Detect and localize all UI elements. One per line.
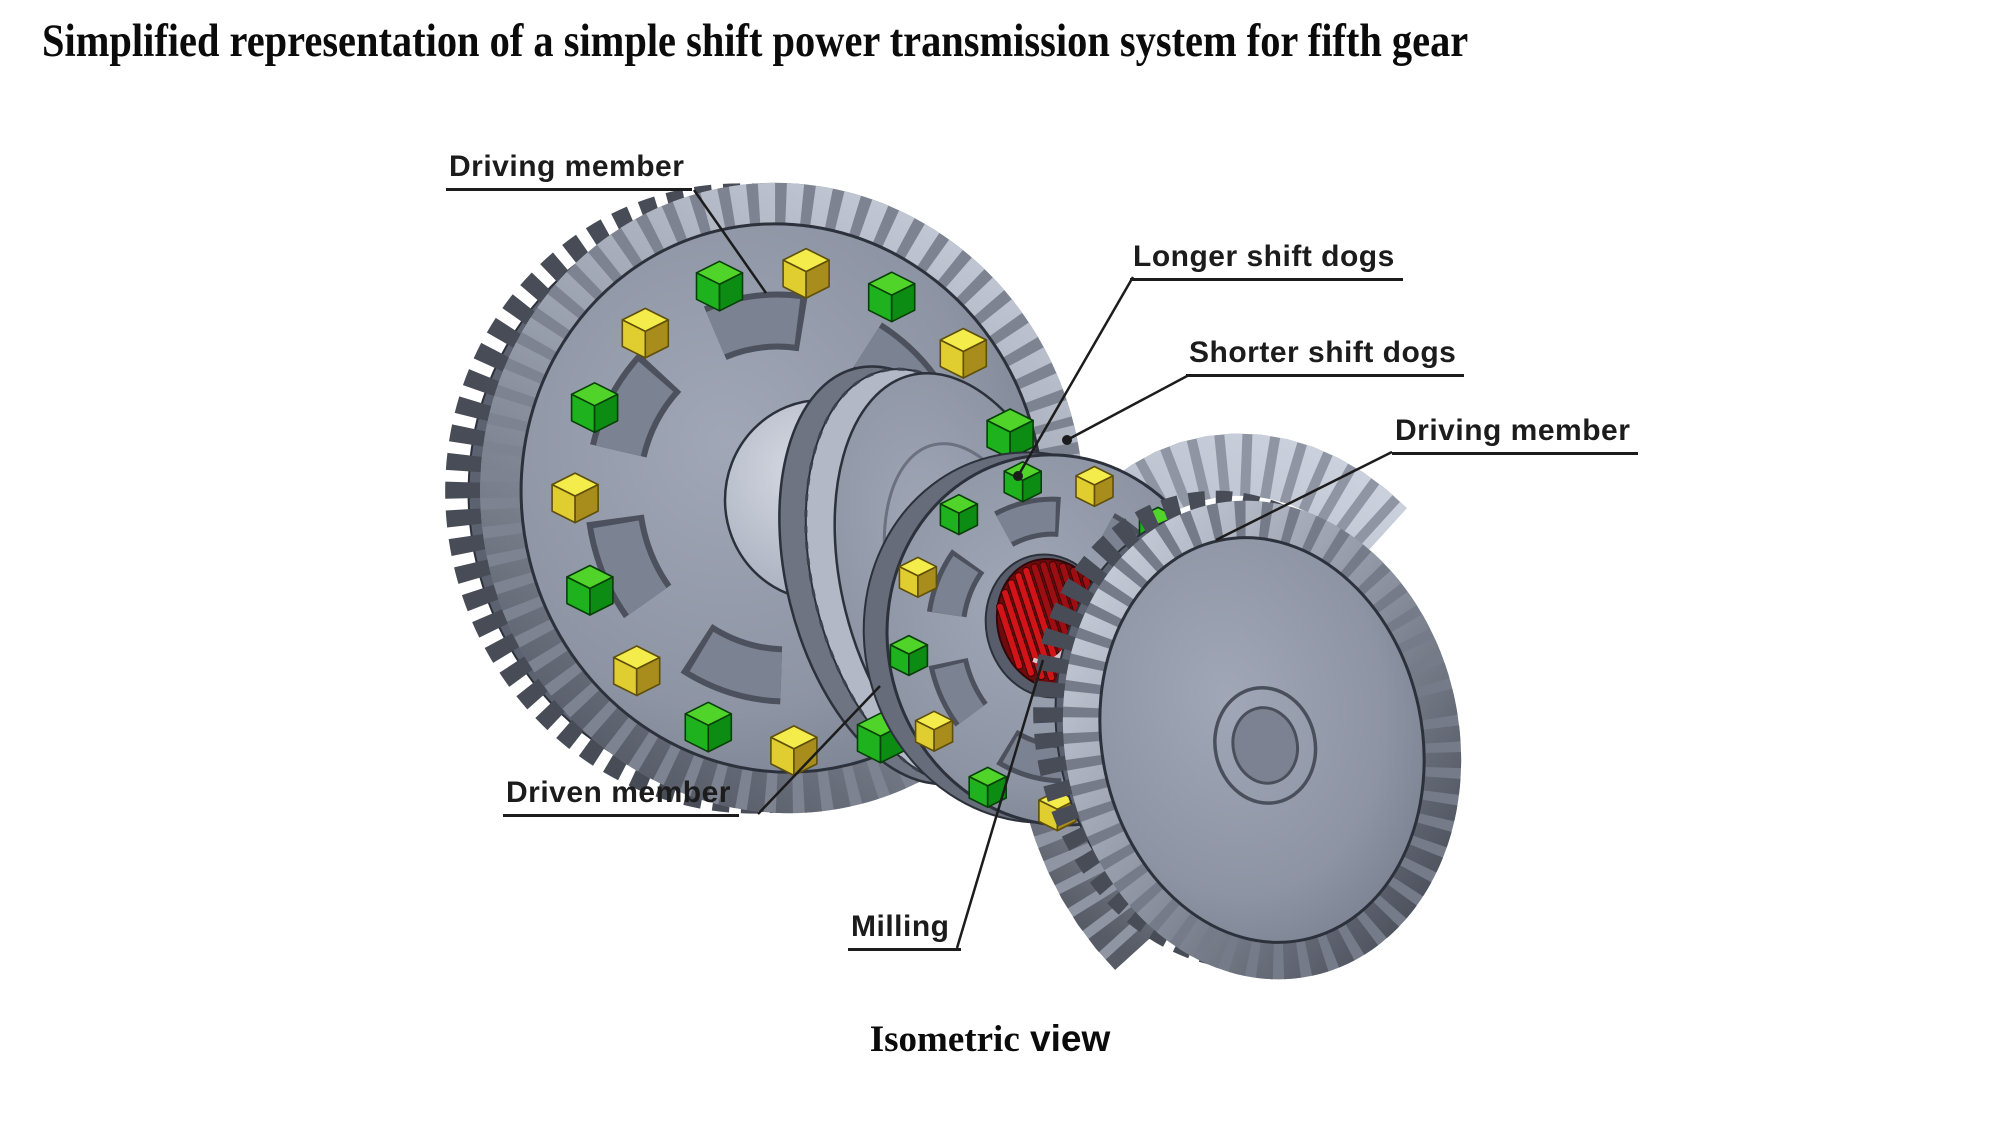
leader-dot-shorter [1062,435,1072,445]
label-milling: Milling [848,910,962,951]
milling-spline-tooth [1014,572,1056,682]
shift-dog-cube [621,307,670,359]
right-gear-teeth-ring [1062,500,1462,980]
milling-spline-tooth [996,602,1024,670]
leader-driving-member-right [1215,450,1393,542]
leader-driven-member [757,685,881,815]
shift-dog-cube [939,493,979,536]
label-driving-member-left: Driving member [446,150,693,191]
leader-lines [692,189,1393,949]
view-caption-primary: Isometric [869,1019,1020,1060]
leader-driving-member-left [692,189,768,294]
shift-dog-cube [914,710,954,752]
leader-dot-longer [1013,471,1023,481]
shift-dog-cube [986,408,1034,460]
label-longer-shift-dogs: Longer shift dogs [1130,240,1403,281]
milling-spline-tooth [1007,579,1046,681]
shift-dog-cube [898,556,938,599]
shift-dog-cube [1075,465,1114,508]
leader-shorter-shift-dogs [1066,373,1190,442]
leader-longer-shift-dogs [1016,276,1135,477]
label-shorter-shift-dogs: Shorter shift dogs [1186,336,1465,377]
shift-dog-cube [867,271,916,323]
label-driving-member-right: Driving member [1392,414,1639,455]
shift-dog-cube [695,260,744,312]
shift-dog-cube [770,725,818,777]
view-caption: Isometric view [870,1018,1111,1061]
right-gear-bore-ring [1213,686,1318,805]
right-gear-bore [1231,706,1299,785]
right-driving-gear [1033,490,1462,980]
shift-dog-cube [551,472,599,524]
shift-dog-cube [782,247,830,299]
label-driven-member: Driven member [503,776,739,817]
shift-dog-cube [570,381,619,434]
shift-dog-cube [566,564,614,616]
milling-spline-tooth [1001,588,1036,677]
shift-dog-cube [612,645,661,697]
page-title: Simplified representation of a simple sh… [42,15,1469,67]
shift-dog-cube [889,634,929,677]
leader-milling [955,659,1045,949]
shift-dog-cube [939,327,988,379]
shift-dog-cube [684,701,733,753]
view-caption-secondary: view [1030,1018,1111,1059]
